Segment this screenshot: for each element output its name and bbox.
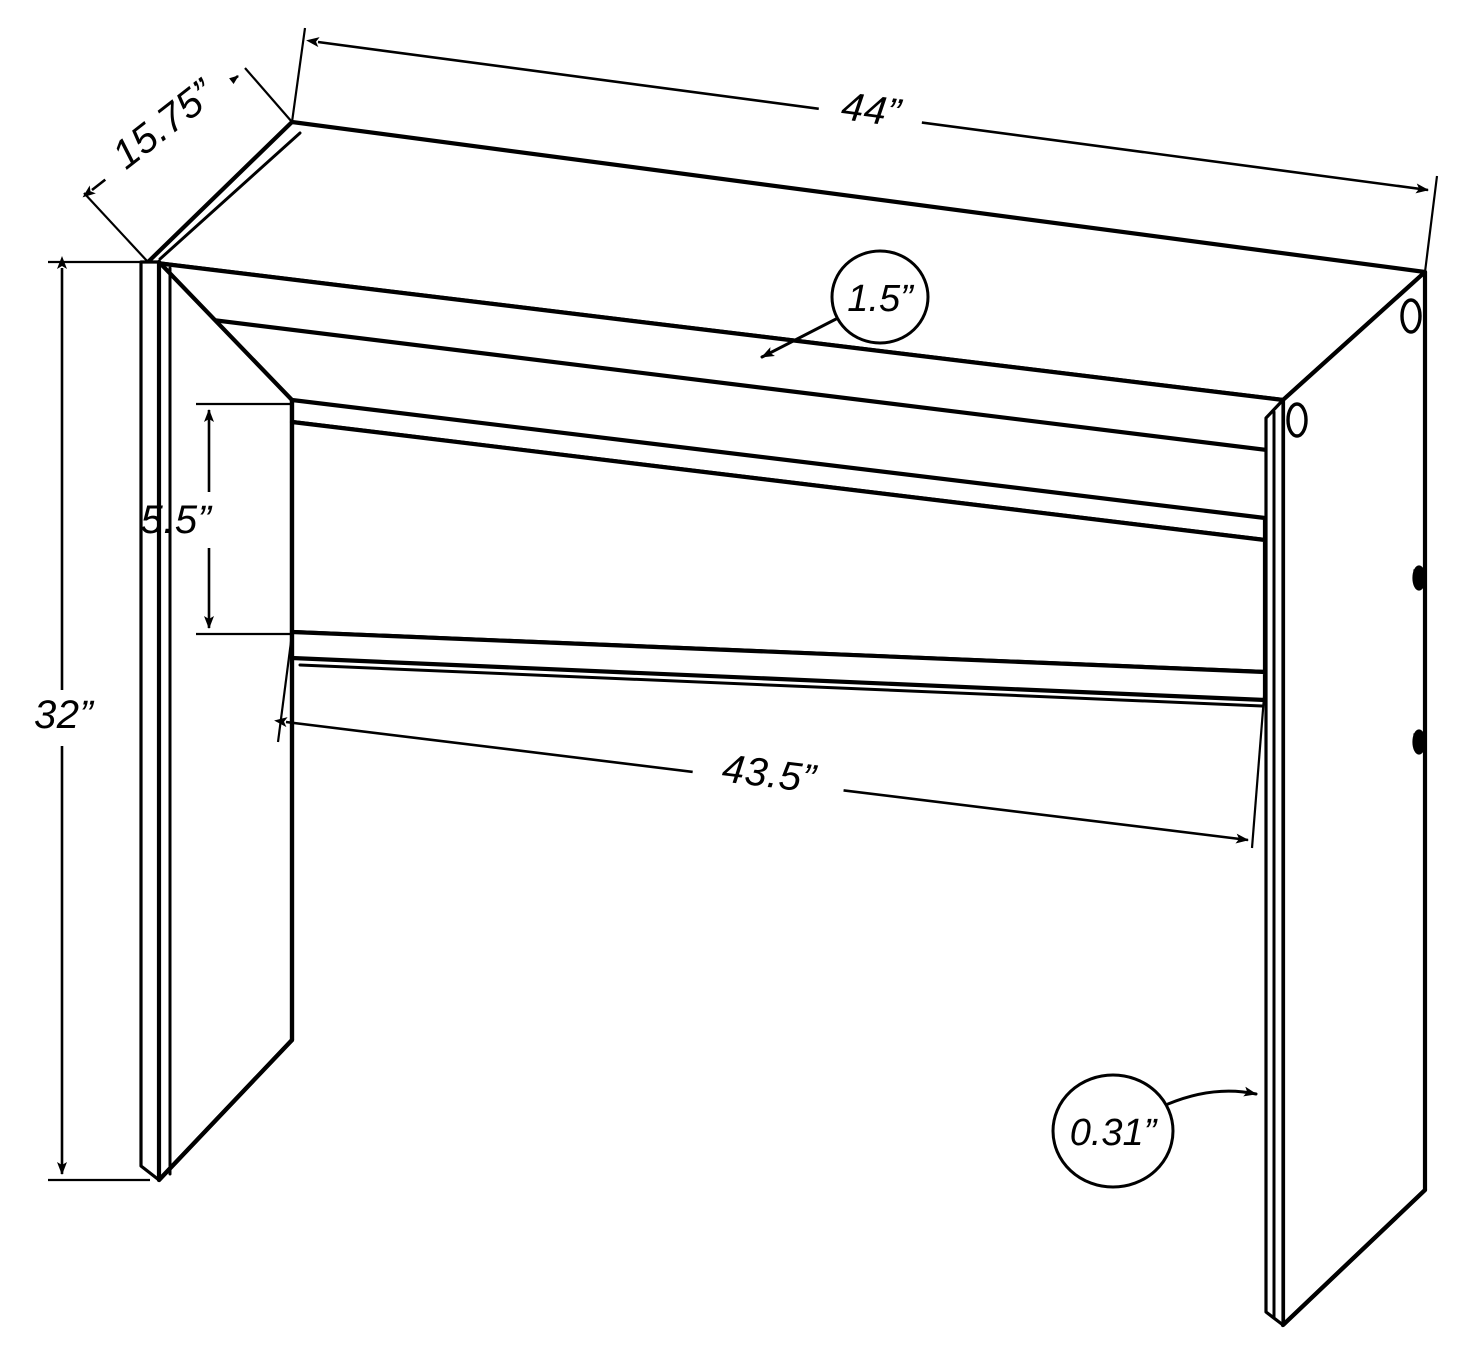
- leader-line-panel-thickness: [1166, 1086, 1258, 1106]
- ext-line-44-left: [290, 27, 307, 123]
- right-panel-bottom-slope: [1280, 1187, 1428, 1328]
- dimension-label-top-thickness: 1.5”: [847, 278, 915, 320]
- dimension-inner-width-43-5: 43.5”: [274, 633, 1268, 849]
- dowel-hole-top-back-icon: [1400, 298, 1422, 334]
- dimension-label-height: 32”: [34, 693, 94, 737]
- console-table-body: [139, 119, 1428, 1328]
- ext-line-depth-lower: [83, 192, 149, 263]
- ext-line-depth-upper: [244, 67, 293, 123]
- callout-top-thickness-1-5: 1.5”: [760, 249, 930, 359]
- dowel-hole-top-front-icon: [1286, 402, 1308, 438]
- dimension-label-panel-thickness: 0.31”: [1070, 1112, 1159, 1154]
- left-side-panel-face: [156, 259, 295, 1183]
- dimension-shelf-gap-5-5: 5.5”: [141, 402, 292, 636]
- dimension-label-width: 44”: [839, 84, 905, 136]
- dimension-label-shelf-gap: 5.5”: [141, 498, 213, 542]
- balloon-top-thickness: [830, 249, 930, 345]
- callout-panel-thickness-0-31: 0.31”: [1051, 1073, 1258, 1189]
- left-side-panel-outer-face: [139, 260, 161, 1182]
- balloon-panel-thickness: [1051, 1073, 1175, 1189]
- leader-line-top-thickness: [760, 316, 840, 359]
- ext-line-44-right: [1423, 175, 1439, 273]
- cam-fitting-upper-icon: [1412, 565, 1426, 591]
- ext-line-435-right: [1250, 671, 1268, 849]
- left-panel-bottom-slope: [156, 1037, 295, 1183]
- dimension-width-44: 44”: [290, 27, 1439, 273]
- dimension-height-32: 32”: [30, 256, 150, 1182]
- cam-fitting-lower-icon: [1412, 729, 1426, 755]
- lower-rail-inner-line: [298, 663, 1264, 708]
